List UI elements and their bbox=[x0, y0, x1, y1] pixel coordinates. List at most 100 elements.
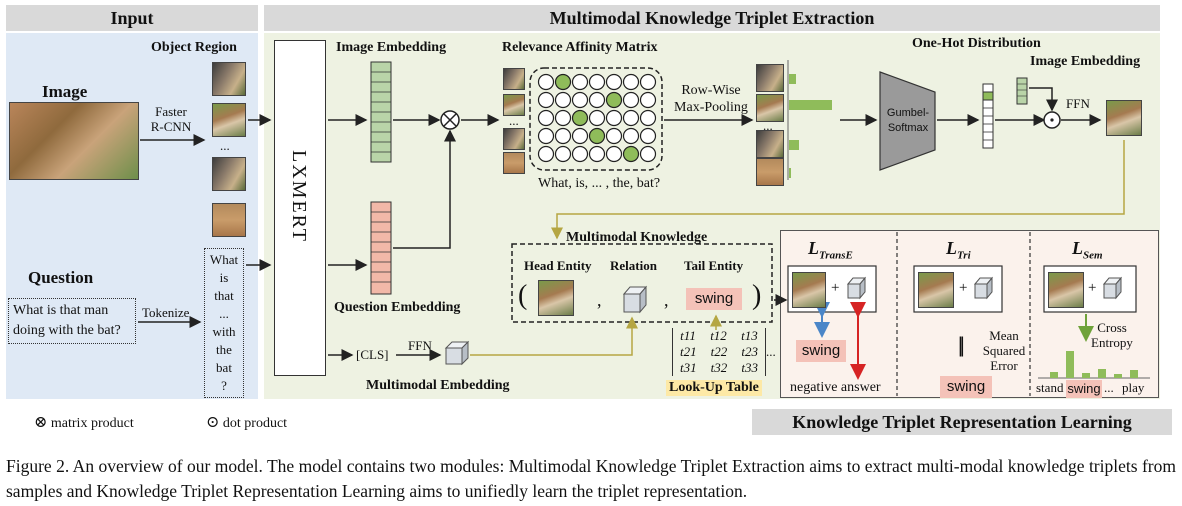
image-label: Image bbox=[42, 82, 88, 101]
loss-tri-title: LTri bbox=[946, 238, 971, 262]
ffn-bottom-label: FFN bbox=[408, 338, 432, 353]
sem-axis-dots: ... bbox=[1104, 380, 1114, 395]
pooling-bar bbox=[789, 100, 832, 110]
question-embedding-vector bbox=[370, 201, 392, 295]
lookup-cell: t31 bbox=[680, 360, 697, 375]
matrix-cell bbox=[537, 127, 555, 145]
faster-rcnn-label: Faster R-CNN bbox=[150, 104, 192, 134]
close-paren: ) bbox=[752, 280, 762, 311]
selected-region-output bbox=[1106, 100, 1142, 136]
image-embedding-vector bbox=[370, 61, 392, 163]
object-region-label: Object Region bbox=[151, 40, 237, 55]
transe-head-image bbox=[792, 272, 826, 308]
arrow-mm-emb-to-relation bbox=[470, 316, 638, 356]
matrix-cell bbox=[639, 91, 657, 109]
token: bat bbox=[216, 360, 232, 375]
region-thumb-1 bbox=[212, 62, 246, 96]
region-thumb-4 bbox=[212, 203, 246, 237]
sem-bar bbox=[1050, 372, 1058, 378]
negative-answer-label: negative answer bbox=[790, 380, 881, 395]
relevance-matrix-frame bbox=[529, 67, 663, 171]
lookup-cell: t23 bbox=[741, 344, 758, 359]
matrix-product-icon: ⊗ bbox=[34, 414, 48, 431]
matrix-cell bbox=[588, 109, 606, 127]
token: What bbox=[209, 252, 239, 267]
matrix-thumb-4 bbox=[503, 152, 525, 174]
lookup-table-label: Look-Up Table bbox=[666, 380, 762, 396]
input-image bbox=[9, 102, 139, 180]
matrix-cell bbox=[605, 73, 623, 91]
loss-transe-title: LTransE bbox=[808, 238, 853, 262]
tail-entity-value: swing bbox=[686, 288, 742, 310]
sem-bar bbox=[1098, 369, 1106, 378]
comma-2: , bbox=[664, 290, 669, 310]
region-dots: ... bbox=[220, 138, 230, 153]
lxmert-label: LXMERT bbox=[288, 150, 310, 244]
matrix-thumb-1 bbox=[503, 68, 525, 90]
cross-entropy-label: Cross Entropy bbox=[1091, 320, 1133, 350]
mse-label: Mean Squared Error bbox=[982, 328, 1026, 373]
tri-plus: + bbox=[959, 280, 968, 296]
token: with bbox=[212, 324, 236, 339]
matrix-cell bbox=[588, 145, 606, 163]
region-thumb-3 bbox=[212, 157, 246, 191]
matrix-cell bbox=[639, 145, 657, 163]
lookup-dots: ... bbox=[766, 344, 776, 359]
tri-head-image bbox=[918, 272, 954, 308]
transe-plus: + bbox=[831, 280, 840, 296]
relation-cube bbox=[622, 285, 648, 314]
pooling-bar bbox=[789, 168, 791, 178]
sem-bar bbox=[1082, 373, 1090, 378]
input-header: Input bbox=[6, 5, 258, 31]
matrix-thumb-3 bbox=[503, 128, 525, 150]
question-label: Question bbox=[28, 268, 94, 287]
image-embedding-small bbox=[1016, 77, 1028, 105]
extraction-header: Multimodal Knowledge Triplet Extraction bbox=[264, 5, 1160, 31]
head-entity-label: Head Entity bbox=[524, 258, 592, 273]
matrix-cell bbox=[588, 73, 606, 91]
matrix-cell bbox=[622, 91, 640, 109]
sem-axis-stand: stand bbox=[1036, 380, 1064, 395]
multimodal-embedding-label: Multimodal Embedding bbox=[366, 378, 510, 393]
parallel-symbol: || bbox=[958, 332, 964, 357]
sem-bar bbox=[1066, 351, 1074, 378]
arrow-output-to-head-entity bbox=[551, 140, 1125, 240]
matrix-cell bbox=[554, 145, 572, 163]
legend-dot-product: ⊙ dot product bbox=[206, 414, 288, 431]
token-list-box: What is that ... with the bat ? bbox=[204, 248, 244, 398]
token: ... bbox=[219, 306, 229, 321]
matrix-cell bbox=[605, 145, 623, 163]
pool-thumb-dots: ... bbox=[763, 118, 773, 133]
dot-product-icon: ⊙ bbox=[206, 414, 220, 431]
lookup-cell: t12 bbox=[710, 328, 727, 343]
sem-plus: + bbox=[1088, 280, 1097, 296]
learning-panel bbox=[780, 230, 1159, 398]
pool-thumb-1 bbox=[756, 64, 784, 92]
learning-header: Knowledge Triplet Representation Learnin… bbox=[752, 409, 1172, 435]
sem-distribution-bars bbox=[1050, 351, 1138, 378]
legend-matrix-product: ⊗ matrix product bbox=[34, 414, 134, 431]
matrix-thumb-dots: ... bbox=[509, 113, 519, 128]
sem-axis-play: play bbox=[1122, 380, 1145, 395]
transe-relation-cube bbox=[846, 276, 867, 300]
relation-label: Relation bbox=[610, 258, 657, 273]
figure-caption: Figure 2. An overview of our model. The … bbox=[6, 456, 1176, 501]
multimodal-knowledge-title: Multimodal Knowledge bbox=[566, 230, 708, 245]
image-embedding-2-label: Image Embedding bbox=[1030, 54, 1141, 69]
one-hot-vector bbox=[982, 83, 994, 149]
matrix-cell bbox=[537, 109, 555, 127]
lxmert-block bbox=[274, 40, 326, 376]
arrow-question-emb-to-product bbox=[393, 129, 456, 249]
gumbel-softmax-block bbox=[879, 71, 936, 171]
gumbel-softmax-label: Gumbel- Softmax bbox=[886, 107, 930, 134]
matrix-cell bbox=[571, 109, 589, 127]
matrix-cell bbox=[537, 73, 555, 91]
arrow-image-emb-small-to-dot bbox=[1029, 87, 1058, 112]
matrix-thumb-2 bbox=[503, 94, 525, 116]
matrix-cell bbox=[571, 127, 589, 145]
pooling-bar bbox=[789, 140, 799, 150]
matrix-cell bbox=[571, 73, 589, 91]
sem-head-image bbox=[1048, 272, 1084, 308]
matrix-cell bbox=[622, 109, 640, 127]
token: ? bbox=[221, 378, 227, 393]
